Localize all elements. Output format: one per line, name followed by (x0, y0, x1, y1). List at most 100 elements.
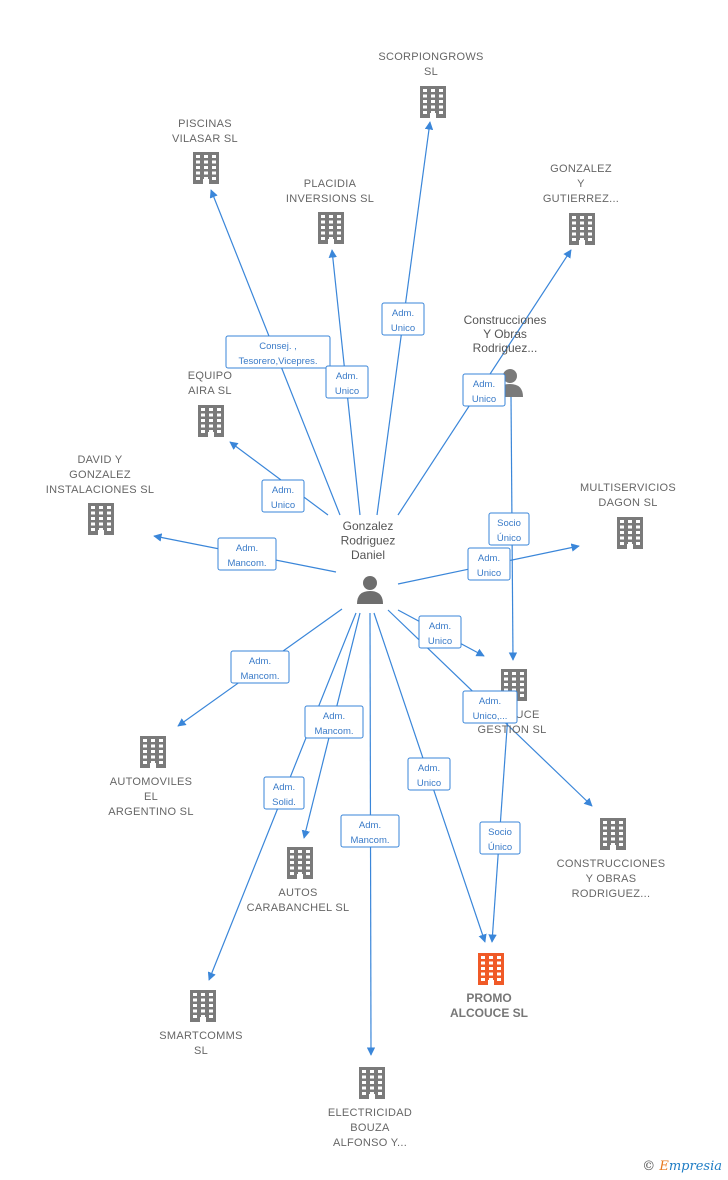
edge-label-e-scorpion[interactable]: Adm. Unico (381, 302, 425, 336)
edge-label-e-smart[interactable]: Adm.Solid. (263, 776, 305, 810)
company-label-line: ALFONSO Y... (333, 1137, 407, 1149)
company-label-line: ARGENTINO SL (108, 806, 194, 818)
edge-label-text: Adm.Solid. (272, 782, 296, 808)
edge-label-text-line: Adm. (236, 543, 258, 554)
edge-label-text-line: Tesorero,Vicepres. (238, 356, 317, 367)
company-label-line: CONSTRUCCIONES (557, 858, 666, 870)
company-label-line: ALCOUCE SL (450, 1006, 528, 1020)
edge-label-text-line: Unico (477, 568, 501, 579)
center-person-label-line: Rodriguez (341, 534, 396, 548)
edge-label-e-promo[interactable]: Adm.Unico (407, 757, 451, 791)
edge-label-box (479, 821, 521, 855)
company-label-line: PLACIDIA (304, 178, 357, 190)
edge-label-text-line: Unico (391, 323, 415, 334)
company-label-line: AUTOMOVILES (110, 776, 193, 788)
edge-label-box (225, 335, 331, 369)
company-label: PISCINAS VILASAR SL (172, 118, 238, 145)
edge-label-text-line: Adm. (359, 820, 381, 831)
edge-label-text-line: Adm. (479, 696, 501, 707)
edge-label-text-line: Unico (335, 386, 359, 397)
edge-label-e-david[interactable]: Adm.Mancom. (217, 537, 277, 571)
edge-label-text: Adm.Mancom. (350, 820, 389, 846)
edge-label-text: Adm. Unico (477, 553, 501, 579)
company-label-line: SL (424, 66, 438, 78)
edge-label-e-equipo[interactable]: Adm.Unico (261, 479, 305, 513)
company-label-line: CARABANCHEL SL (247, 902, 350, 914)
company-label-line: INSTALACIONES SL (46, 484, 155, 496)
brand-initial: E (659, 1159, 669, 1174)
brand-footer[interactable]: © Empresia (642, 1159, 722, 1174)
person-icon (357, 576, 383, 604)
relationship-edge (488, 699, 510, 943)
edge-label-e-construcciones[interactable]: Adm. Unico,... (462, 690, 518, 724)
edge-label-e-gutierrez[interactable]: Adm.Unico (462, 373, 506, 407)
copyright-symbol: © (642, 1159, 656, 1174)
person-label-line: Y Obras (483, 327, 527, 341)
edge-label-text-line: Adm. (478, 553, 500, 564)
edge-label-e-piscinas[interactable]: Consej. ,Tesorero,Vicepres. (225, 335, 331, 369)
building-icon (88, 503, 114, 535)
center-person-label-line: Daniel (351, 548, 385, 562)
edge-label-text-line: Socio (497, 518, 521, 529)
edge-label-text-line: Unico,... (473, 711, 508, 722)
edge-label-box (381, 302, 425, 336)
edge-label-text-line: Adm. (249, 656, 271, 667)
edge-label-e-multi[interactable]: Adm. Unico (467, 547, 511, 581)
company-label-line: PISCINAS (178, 118, 232, 130)
brand-name: mpresia (668, 1159, 722, 1174)
edge-label-text: Adm. Unico (391, 308, 415, 334)
edge-label-e-autos[interactable]: Adm.Mancom. (304, 705, 364, 739)
edge-label-text-line: Adm. (336, 371, 358, 382)
building-icon (287, 847, 313, 879)
edge-label-text-line: Unico (428, 636, 452, 647)
building-icon (569, 213, 595, 245)
company-label-line: ELECTRICIDAD (328, 1107, 412, 1119)
edge-label-box (263, 776, 305, 810)
company-label-line: EQUIPO (188, 370, 233, 382)
edge-label-e-alcouce[interactable]: Adm.Unico (418, 615, 462, 649)
building-icon (420, 86, 446, 118)
edge-label-text-line: Adm. (323, 711, 345, 722)
edge-label-e-automoviles[interactable]: Adm.Mancom. (230, 650, 290, 684)
company-label-line: EL (144, 791, 158, 803)
edge-label-text-line: Adm. (392, 308, 414, 319)
edge-label-text: Adm.Unico (428, 621, 452, 647)
edge-label-box (418, 615, 462, 649)
edge-label-box (304, 705, 364, 739)
edge-label-text-line: Socio (488, 827, 512, 838)
company-label-line: VILASAR SL (172, 133, 238, 145)
edge-label-e-placidia[interactable]: Adm. Unico (325, 365, 369, 399)
edge-label-text-line: Único (497, 533, 521, 544)
building-icon (190, 990, 216, 1022)
edge-label-text-line: Adm. (272, 485, 294, 496)
company-node-automoviles[interactable]: AUTOMOVILES EL ARGENTINO SL (108, 736, 194, 818)
edge-label-e-electricidad[interactable]: Adm.Mancom. (340, 814, 400, 848)
building-icon (193, 152, 219, 184)
company-label-line: GONZALEZ (69, 469, 131, 481)
edge-label-box (488, 512, 530, 546)
company-node-piscinas[interactable]: PISCINAS VILASAR SL (172, 118, 238, 184)
company-label-line: PROMO (466, 991, 511, 1005)
